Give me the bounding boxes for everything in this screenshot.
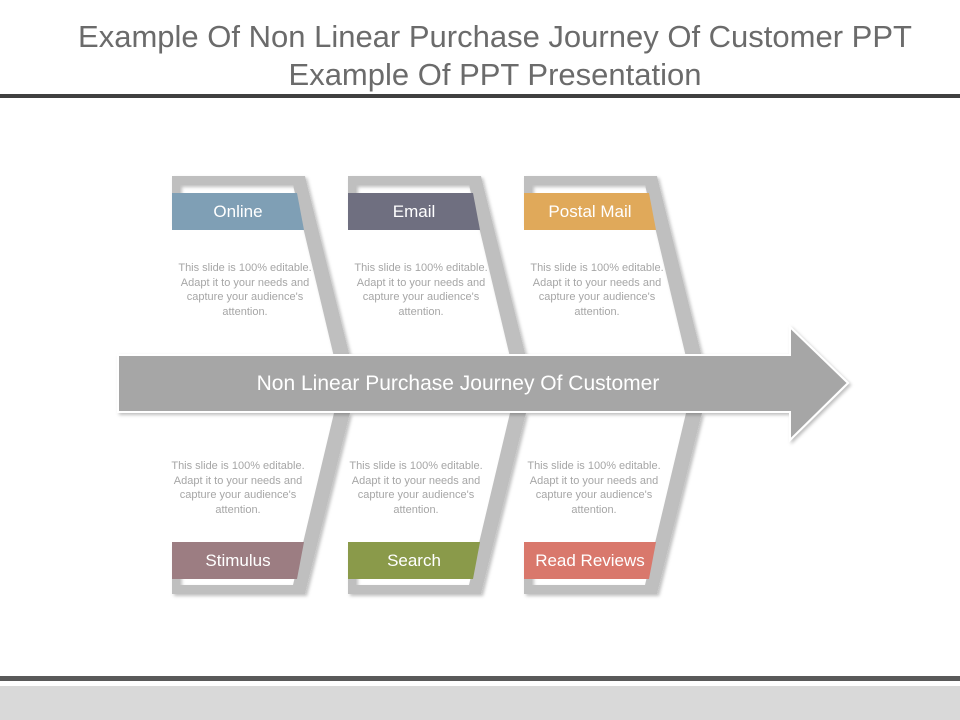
bottom-branch-3-text: This slide is 100% editable. Adapt it to… [527,460,661,516]
page-title-line-1: Example Of Non Linear Purchase Journey O… [78,19,912,54]
page-title-line-2: Example Of PPT Presentation [288,57,702,92]
top-branch-3-text: This slide is 100% editable. Adapt it to… [530,262,664,318]
tab-stimulus-shape [172,542,304,579]
bottom-bone-3 [524,413,702,594]
tab-postal-mail-label: Postal Mail [548,202,632,221]
page-title: Example Of Non Linear Purchase Journey O… [40,18,950,94]
footer-divider [0,676,960,681]
tab-search-shape [348,542,480,579]
top-branch-1-text: This slide is 100% editable. Adapt it to… [178,262,312,318]
bottom-bone-2 [348,413,526,594]
title-divider [0,94,960,98]
footer-band [0,686,960,720]
tab-read-reviews-shape [524,542,656,579]
tab-postal-mail-shape [524,193,656,230]
bottom-bone-1 [172,413,350,594]
tab-online-label: Online [213,202,263,221]
top-bone-1 [172,176,350,357]
tab-search-label: Search [387,551,441,570]
tab-stimulus-label: Stimulus [205,551,271,570]
bottom-branch-2-text: This slide is 100% editable. Adapt it to… [349,460,483,516]
tab-email-label: Email [392,202,436,221]
top-bone-3 [524,176,702,357]
bottom-branch-1-text: This slide is 100% editable. Adapt it to… [171,460,305,516]
top-bone-2 [348,176,526,357]
tab-read-reviews-label: Read Reviews [535,551,645,570]
spine-label: Non Linear Purchase Journey Of Customer [256,372,660,395]
top-branch-2-text: This slide is 100% editable. Adapt it to… [354,262,488,318]
tab-online-shape [172,193,304,230]
tab-email-shape [348,193,480,230]
spine-arrow [117,324,850,443]
